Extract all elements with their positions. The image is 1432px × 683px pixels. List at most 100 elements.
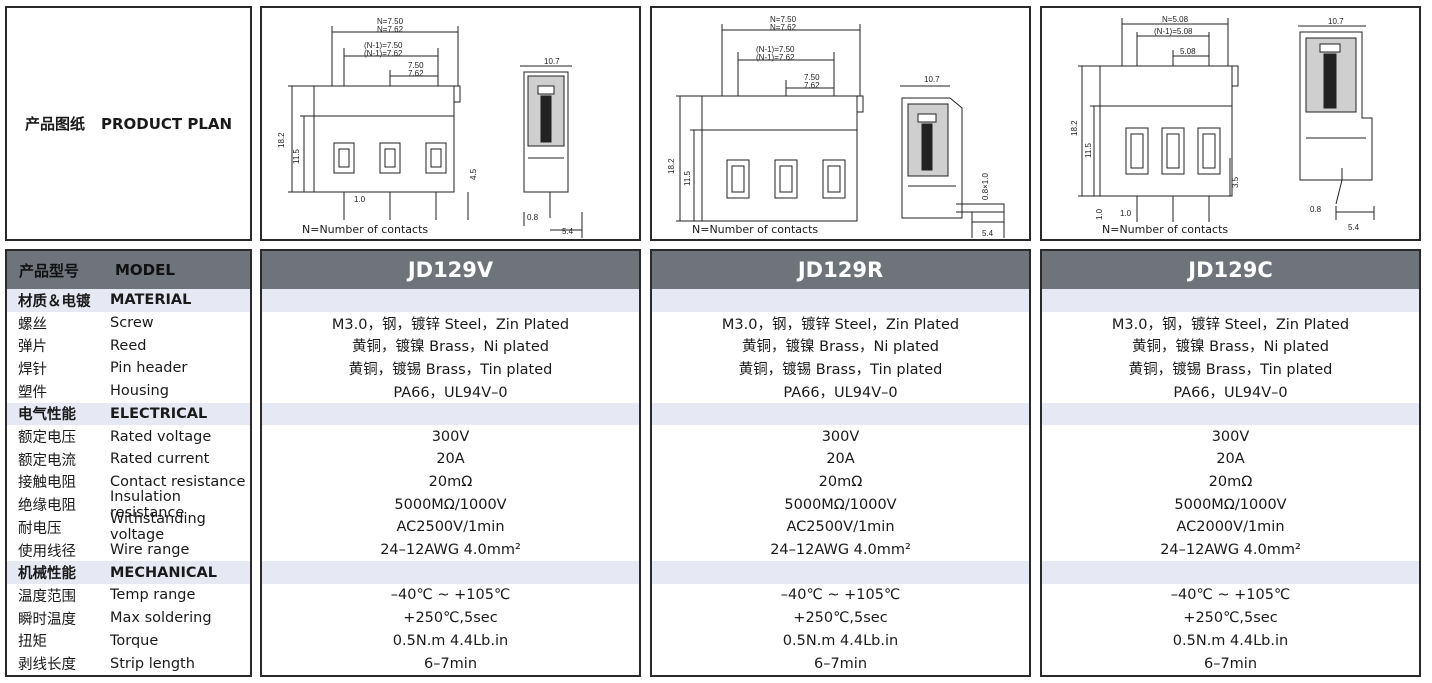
spec-value: M3.0，钢，镀锌 Steel，Zin Plated	[721, 316, 960, 333]
label-zh: 塑件	[18, 384, 47, 401]
dim-v-n1: N=7.50	[377, 17, 404, 26]
dim-c-h4: 1.0	[1095, 208, 1104, 220]
spec-value: 20A	[826, 451, 855, 468]
dim-r-n1: N=7.50	[770, 15, 797, 24]
spec-value: –40℃ ~ +105℃	[390, 587, 511, 604]
spec-value: 0.5N.m 4.4Lb.in	[1172, 632, 1289, 649]
section-band	[262, 289, 639, 312]
dim-v-p2: 7.62	[408, 69, 424, 78]
spec-value: 6–7min	[813, 655, 868, 672]
label-zh: 焊针	[18, 361, 47, 378]
dim-r-h1: 18.2	[667, 158, 676, 174]
dim-v-m2: (N-1)=7.62	[364, 49, 403, 58]
model-name: JD129R	[652, 251, 1029, 289]
dim-v-h3: 4.5	[469, 168, 478, 180]
label-zh: 弹片	[18, 339, 47, 356]
spec-value: 24–12AWG 4.0mm²	[770, 542, 911, 559]
dim-c-side-c: 5.4	[1348, 223, 1360, 232]
spec-value: PA66，UL94V–0	[393, 384, 508, 401]
label-zh: 瞬时温度	[18, 611, 76, 628]
spec-value: –40℃ ~ +105℃	[780, 587, 901, 604]
label-en: Rated current	[110, 451, 210, 468]
label-en: Wire range	[110, 542, 190, 559]
spec-value: 0.5N.m 4.4Lb.in	[782, 632, 899, 649]
label-zh: 材质＆电镀	[18, 293, 91, 310]
dim-r-p1: 7.50	[804, 73, 820, 82]
caption-jd129c: N=Number of contacts	[1102, 223, 1229, 236]
spec-value: 300V	[1211, 428, 1250, 445]
dim-r-side-c: 5.4	[982, 229, 994, 238]
drawing-jd129r: N=7.50 N=7.62 (N-1)=7.50 (N-1)=7.62 7.50…	[650, 6, 1031, 241]
section-band	[262, 402, 639, 426]
dim-v-h1: 18.2	[277, 132, 286, 148]
dim-v-side-w: 10.7	[544, 57, 560, 66]
spec-value: +250℃,5sec	[793, 610, 888, 627]
spec-value: 20A	[436, 451, 465, 468]
label-en: Insulation resistance	[110, 488, 185, 521]
side-view	[520, 65, 583, 238]
spec-value: AC2000V/1min	[1176, 519, 1285, 536]
dim-c-n1: N=5.08	[1162, 15, 1189, 24]
dim-c-side-w: 10.7	[1328, 17, 1344, 26]
label-en: ELECTRICAL	[110, 405, 208, 422]
label-en: MATERIAL	[110, 292, 192, 309]
section-band	[262, 561, 639, 585]
section-band	[652, 561, 1029, 585]
spec-value: 300V	[821, 428, 860, 445]
model-name: JD129V	[262, 251, 639, 289]
label-zh: 扭矩	[18, 634, 47, 651]
product-plan-label: 产品图纸 PRODUCT PLAN	[5, 6, 252, 241]
label-zh: 额定电压	[18, 430, 76, 447]
label-en: Pin header	[110, 360, 188, 377]
dim-r-side-d: 0.8×1.0	[981, 173, 990, 200]
spec-value: +250℃,5sec	[1183, 610, 1278, 627]
spec-value: 6–7min	[1203, 655, 1258, 672]
spec-value: –40℃ ~ +105℃	[1170, 587, 1291, 604]
spec-value: 黄铜，镀锡 Brass，Tin plated	[348, 361, 553, 378]
drawing-jd129v: N=7.50 N=7.62 (N-1)=7.50 (N-1)=7.62 7.50…	[260, 6, 641, 241]
label-zh: 接触电阻	[18, 475, 76, 492]
label-en: Housing	[110, 383, 169, 400]
spec-value: 20A	[1216, 451, 1245, 468]
dim-c-pin: 1.0	[1120, 209, 1132, 218]
label-zh: 耐电压	[18, 520, 62, 537]
label-zh: 剥线长度	[18, 657, 76, 674]
spec-value: 0.5N.m 4.4Lb.in	[392, 632, 509, 649]
dim-r-n2: N=7.62	[770, 23, 797, 32]
spec-value: 黄铜，镀锡 Brass，Tin plated	[738, 361, 943, 378]
dim-v-pin: 1.0	[354, 195, 366, 204]
spec-label-row: 塑件 Housing	[7, 380, 250, 403]
label-en: Screw	[110, 315, 154, 332]
front-housing	[701, 95, 858, 222]
plan-label-en: PRODUCT PLAN	[100, 114, 233, 133]
spec-value: 5000MΩ/1000V	[784, 496, 897, 513]
spec-value: M3.0，钢，镀锌 Steel，Zin Plated	[331, 316, 570, 333]
spec-value: 黄铜，镀镍 Brass，Ni plated	[352, 339, 549, 356]
spec-label-row: 焊针 Pin header	[7, 357, 250, 380]
spec-value: 24–12AWG 4.0mm²	[380, 542, 521, 559]
dim-v-p1: 7.50	[408, 61, 424, 70]
spec-value: 24–12AWG 4.0mm²	[1160, 542, 1301, 559]
model-header-label: 产品型号 MODEL	[7, 251, 250, 289]
dim-r-side-w: 10.7	[924, 75, 940, 84]
drawing-jd129c-svg: N=5.08 (N-1)=5.08 5.08 18.2 11.5 3.5 1.0…	[1070, 15, 1375, 232]
dim-c-p1: 5.08	[1180, 47, 1196, 56]
caption-jd129v: N=Number of contacts	[302, 223, 429, 236]
drawing-jd129r-svg: N=7.50 N=7.62 (N-1)=7.50 (N-1)=7.62 7.50…	[667, 15, 1005, 238]
wire-openings	[333, 142, 447, 174]
spec-value: 黄铜，镀锡 Brass，Tin plated	[1128, 361, 1333, 378]
dim-c-side-b: 0.8	[1310, 205, 1322, 214]
dim-c-h2: 11.5	[1084, 142, 1093, 158]
dim-v-h2: 11.5	[292, 148, 301, 164]
section-band	[1042, 561, 1419, 585]
side-view	[900, 85, 1005, 238]
front-housing	[1099, 65, 1233, 197]
